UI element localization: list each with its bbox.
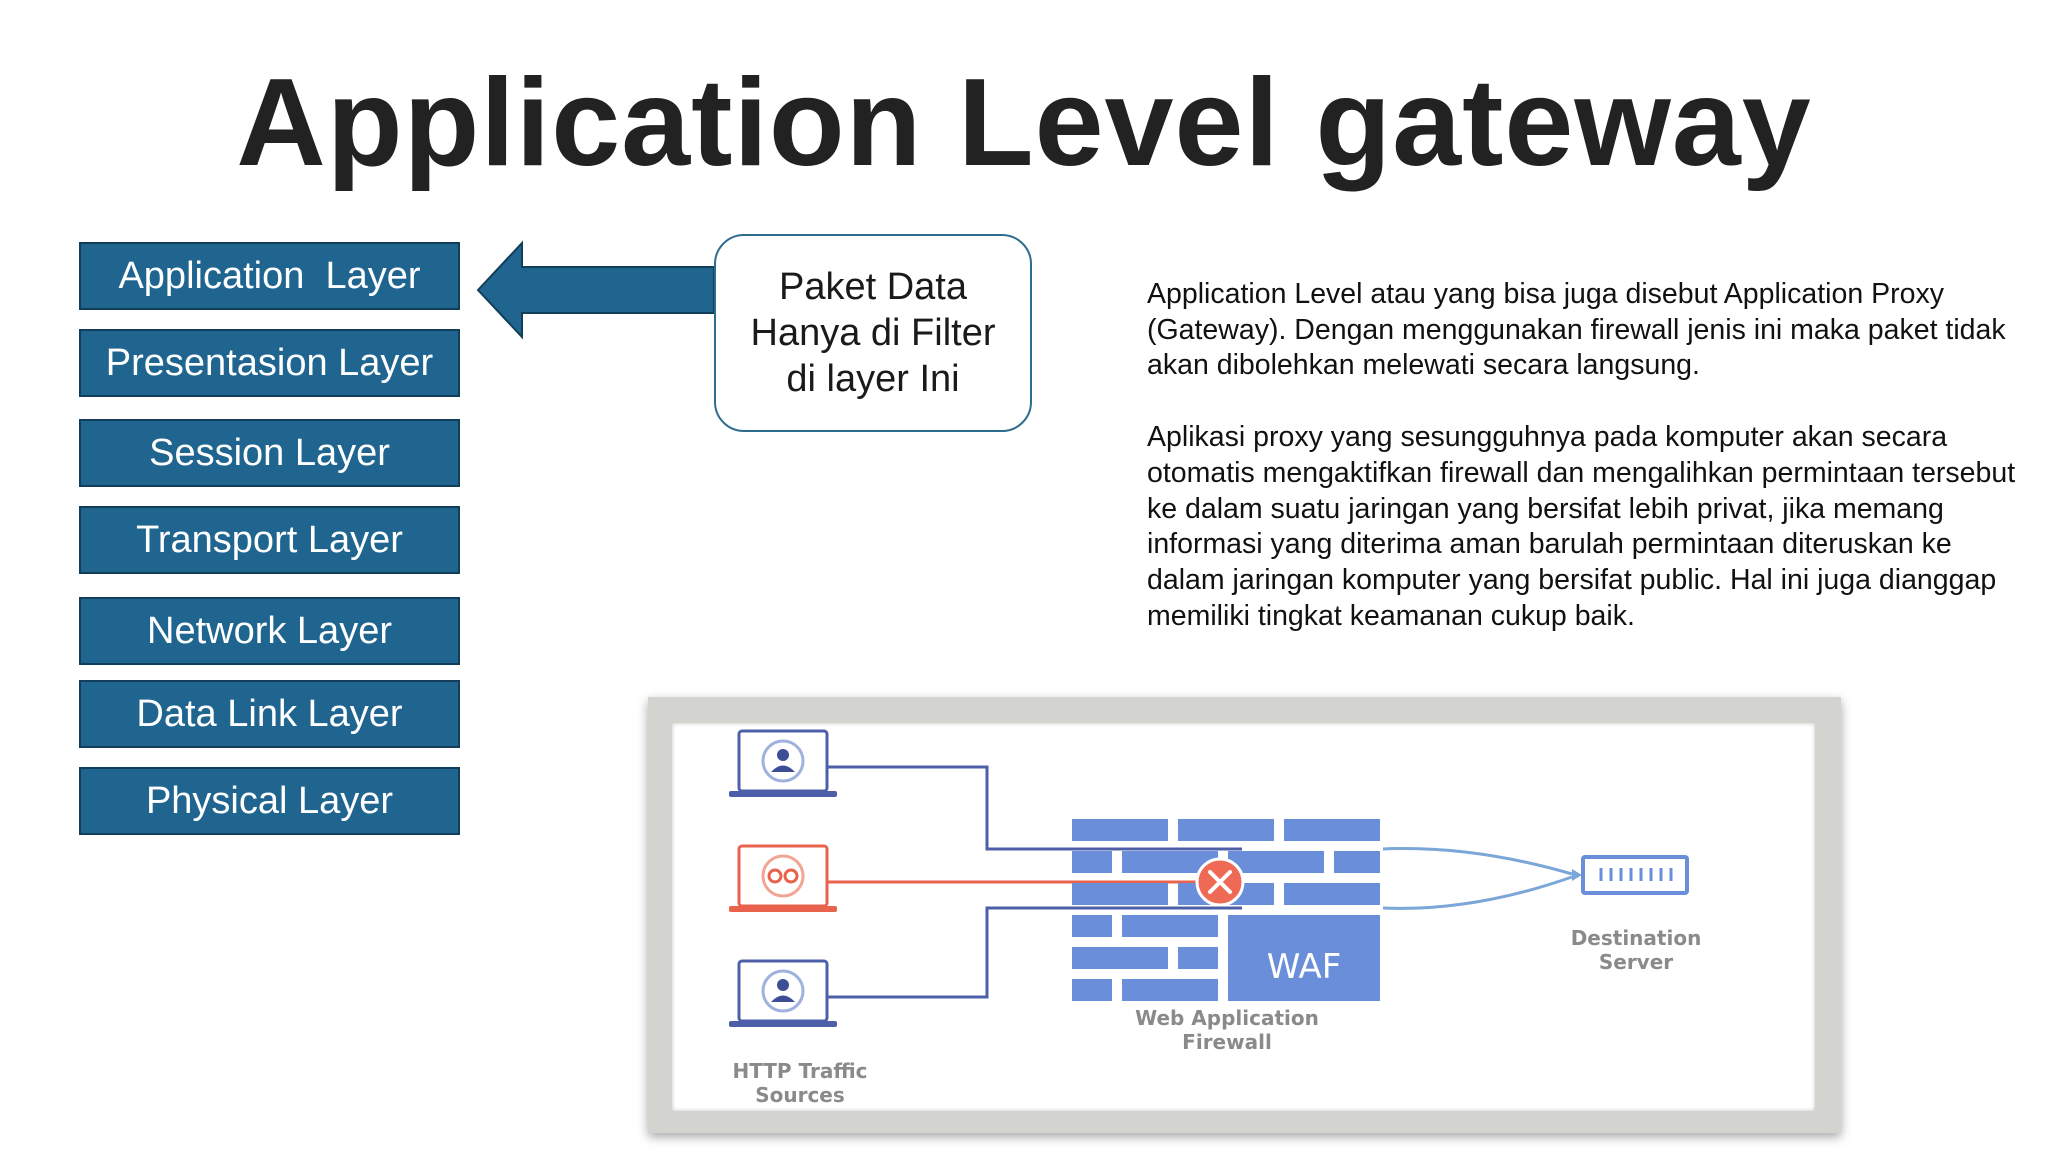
osi-layer-session: Session Layer bbox=[79, 419, 460, 487]
firewall-label-1: Web Application bbox=[1135, 1006, 1319, 1030]
waf-diagram: WAF bbox=[672, 723, 1815, 1111]
server-icon bbox=[1572, 855, 1689, 895]
description-paragraph-1: Application Level atau yang bisa juga di… bbox=[1147, 278, 2006, 382]
user-traffic-line-1 bbox=[827, 765, 1242, 851]
user-traffic-line-2 bbox=[827, 906, 1242, 999]
filter-callout: Paket Data Hanya di Filter di layer Ini bbox=[714, 234, 1032, 432]
waf-label: WAF bbox=[1267, 947, 1342, 987]
attacker-laptop-icon bbox=[729, 844, 837, 912]
osi-layer-application: Application Layer bbox=[79, 242, 460, 310]
osi-layer-presentation: Presentasion Layer bbox=[79, 329, 460, 397]
sources-label-2: Sources bbox=[755, 1083, 845, 1107]
user-laptop-icon bbox=[729, 729, 837, 797]
firewall-label-2: Firewall bbox=[1182, 1030, 1272, 1054]
slide-title: Application Level gateway bbox=[236, 54, 1812, 192]
brick-wall-icon bbox=[1072, 819, 1380, 1001]
description-text: Application Level atau yang bisa juga di… bbox=[1147, 277, 2027, 634]
destination-label-1: Destination bbox=[1571, 926, 1702, 950]
blocked-x-icon bbox=[1195, 857, 1245, 907]
user-laptop-icon bbox=[729, 959, 837, 1027]
description-paragraph-2: Aplikasi proxy yang sesungguhnya pada ko… bbox=[1147, 421, 2016, 632]
osi-layer-transport: Transport Layer bbox=[79, 506, 460, 574]
sources-label-1: HTTP Traffic bbox=[732, 1059, 867, 1083]
callout-line-3: di layer Ini bbox=[786, 358, 960, 400]
destination-label-2: Server bbox=[1599, 950, 1673, 974]
osi-layer-data-link: Data Link Layer bbox=[79, 680, 460, 748]
callout-line-1: Paket Data bbox=[779, 266, 967, 308]
waf-diagram-frame: WAF bbox=[648, 697, 1841, 1133]
passed-traffic-line-1 bbox=[1382, 847, 1573, 876]
callout-line-2: Hanya di Filter bbox=[750, 312, 996, 354]
osi-layer-physical: Physical Layer bbox=[79, 767, 460, 835]
pointer-arrow-icon bbox=[476, 240, 715, 340]
osi-layer-network: Network Layer bbox=[79, 597, 460, 665]
passed-traffic-line-2 bbox=[1382, 875, 1573, 910]
